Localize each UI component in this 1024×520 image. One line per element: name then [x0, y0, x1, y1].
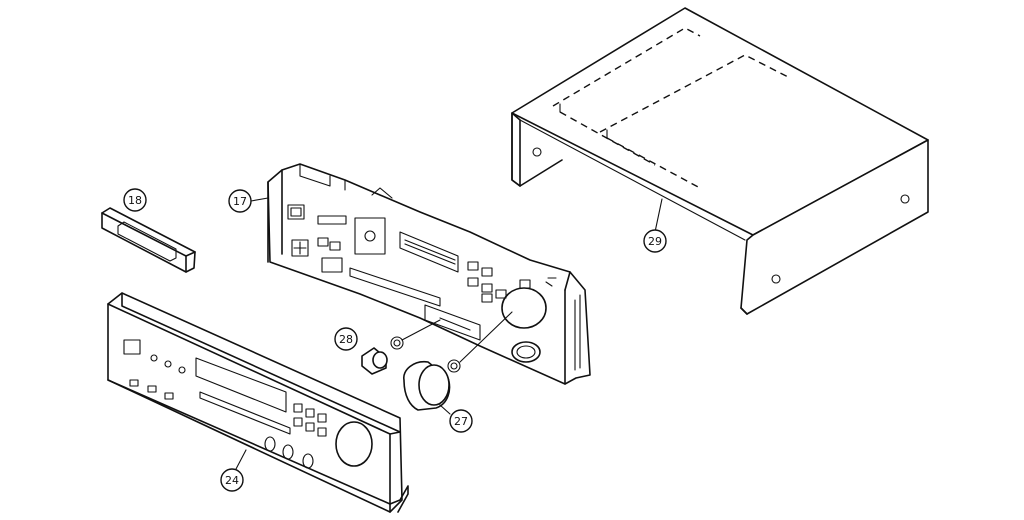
callout-label: 17 — [233, 195, 247, 208]
callout-17: 17 — [228, 189, 269, 213]
callout-label: 29 — [648, 235, 662, 248]
front-panel-part — [107, 292, 409, 513]
callout-label: 27 — [454, 415, 468, 428]
callout-label: 28 — [339, 333, 353, 346]
top-cover-part — [511, 7, 929, 315]
small-knob-part — [361, 319, 441, 375]
display-window-part — [101, 207, 196, 273]
callout-27: 27 — [439, 404, 473, 433]
volume-knob-part — [403, 311, 513, 411]
callout-24: 24 — [220, 449, 247, 492]
callout-29: 29 — [643, 229, 667, 253]
callout-28: 28 — [334, 327, 358, 351]
callout-18: 18 — [123, 188, 147, 212]
callout-label: 24 — [225, 474, 239, 487]
callout-label: 18 — [128, 194, 142, 207]
front-chassis-part — [267, 163, 591, 385]
